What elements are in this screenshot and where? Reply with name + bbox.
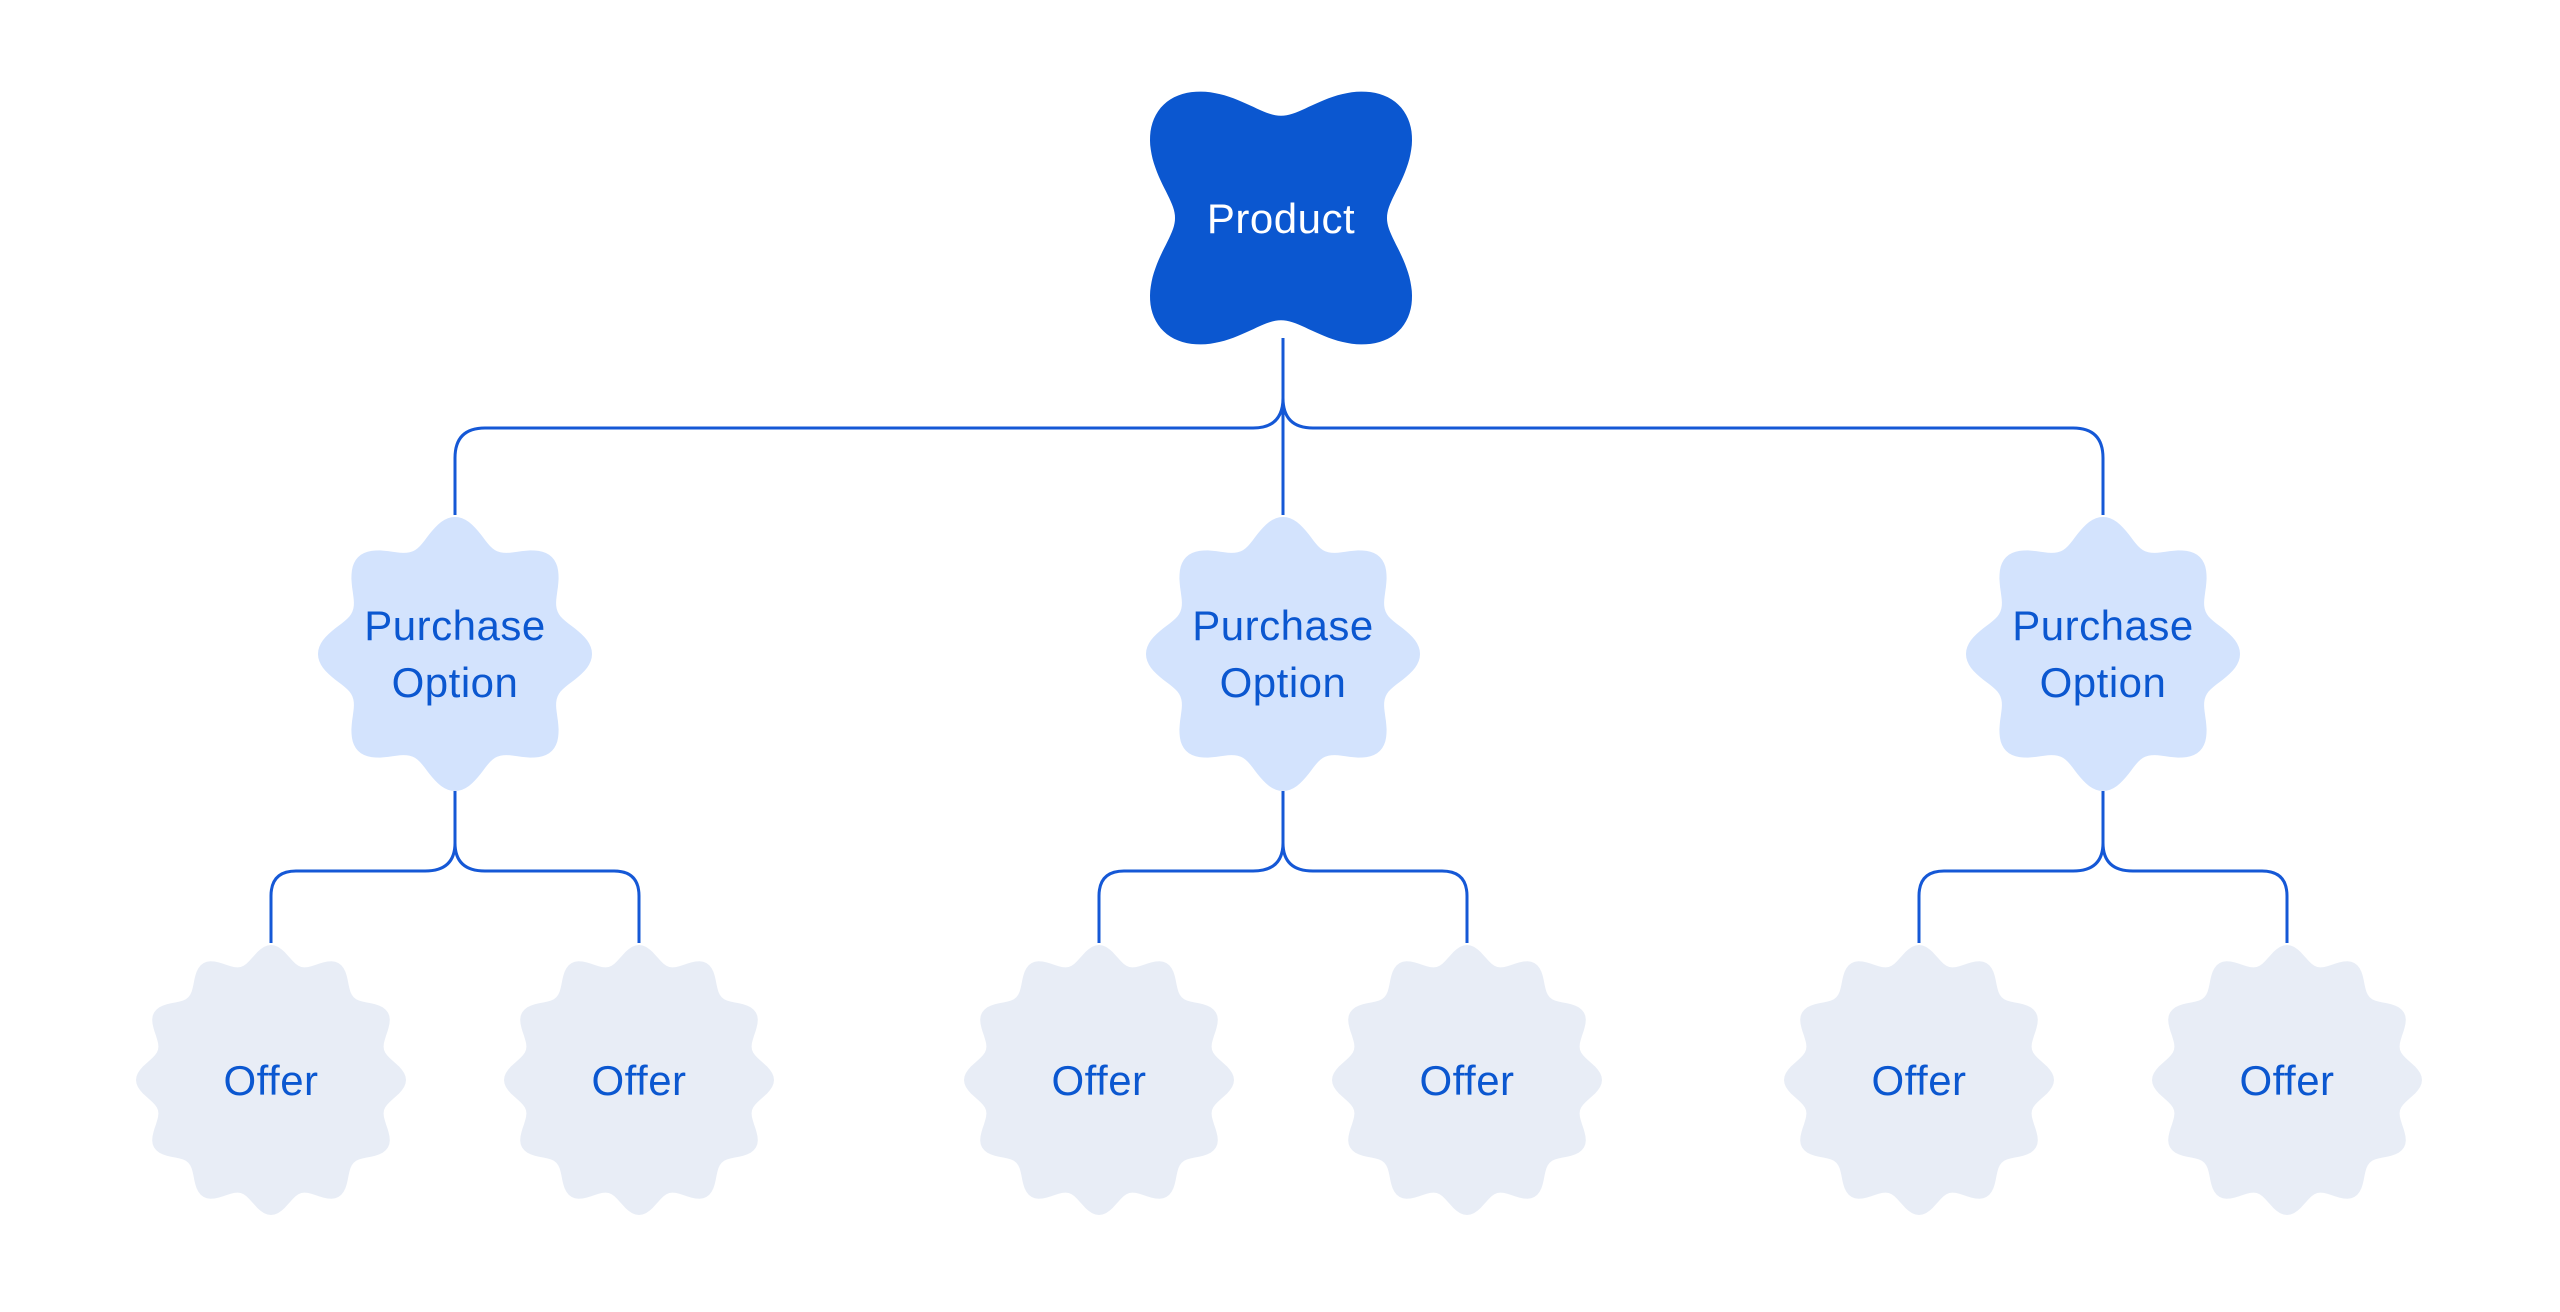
offer-node-shape xyxy=(2152,945,2422,1215)
connectors-group-1 xyxy=(269,791,641,943)
connector-po3-left-branch xyxy=(1917,842,2105,943)
connector-po2-left-branch xyxy=(1097,842,1285,943)
offer-node-shape xyxy=(1784,945,2054,1215)
connectors-group-2 xyxy=(1097,791,1469,943)
connectors-group-3 xyxy=(1917,791,2289,943)
purchase-option-node-shape xyxy=(318,517,592,791)
offer-node-shape xyxy=(1332,945,1602,1215)
connector-root-left-branch xyxy=(453,397,1285,515)
purchase-option-node-shape xyxy=(1966,517,2240,791)
connector-po1-right-branch xyxy=(453,842,641,943)
connector-po1-left-branch xyxy=(269,842,457,943)
offer-node-shape xyxy=(504,945,774,1215)
offer-node-shape xyxy=(136,945,406,1215)
connector-po2-right-branch xyxy=(1281,842,1469,943)
offer-node-shape xyxy=(964,945,1234,1215)
product-node-shape xyxy=(1150,91,1412,345)
purchase-option-node-shape xyxy=(1146,517,1420,791)
connector-po3-right-branch xyxy=(2101,842,2289,943)
connectors-level1 xyxy=(453,338,2105,515)
connector-root-right-branch xyxy=(1281,397,2105,515)
